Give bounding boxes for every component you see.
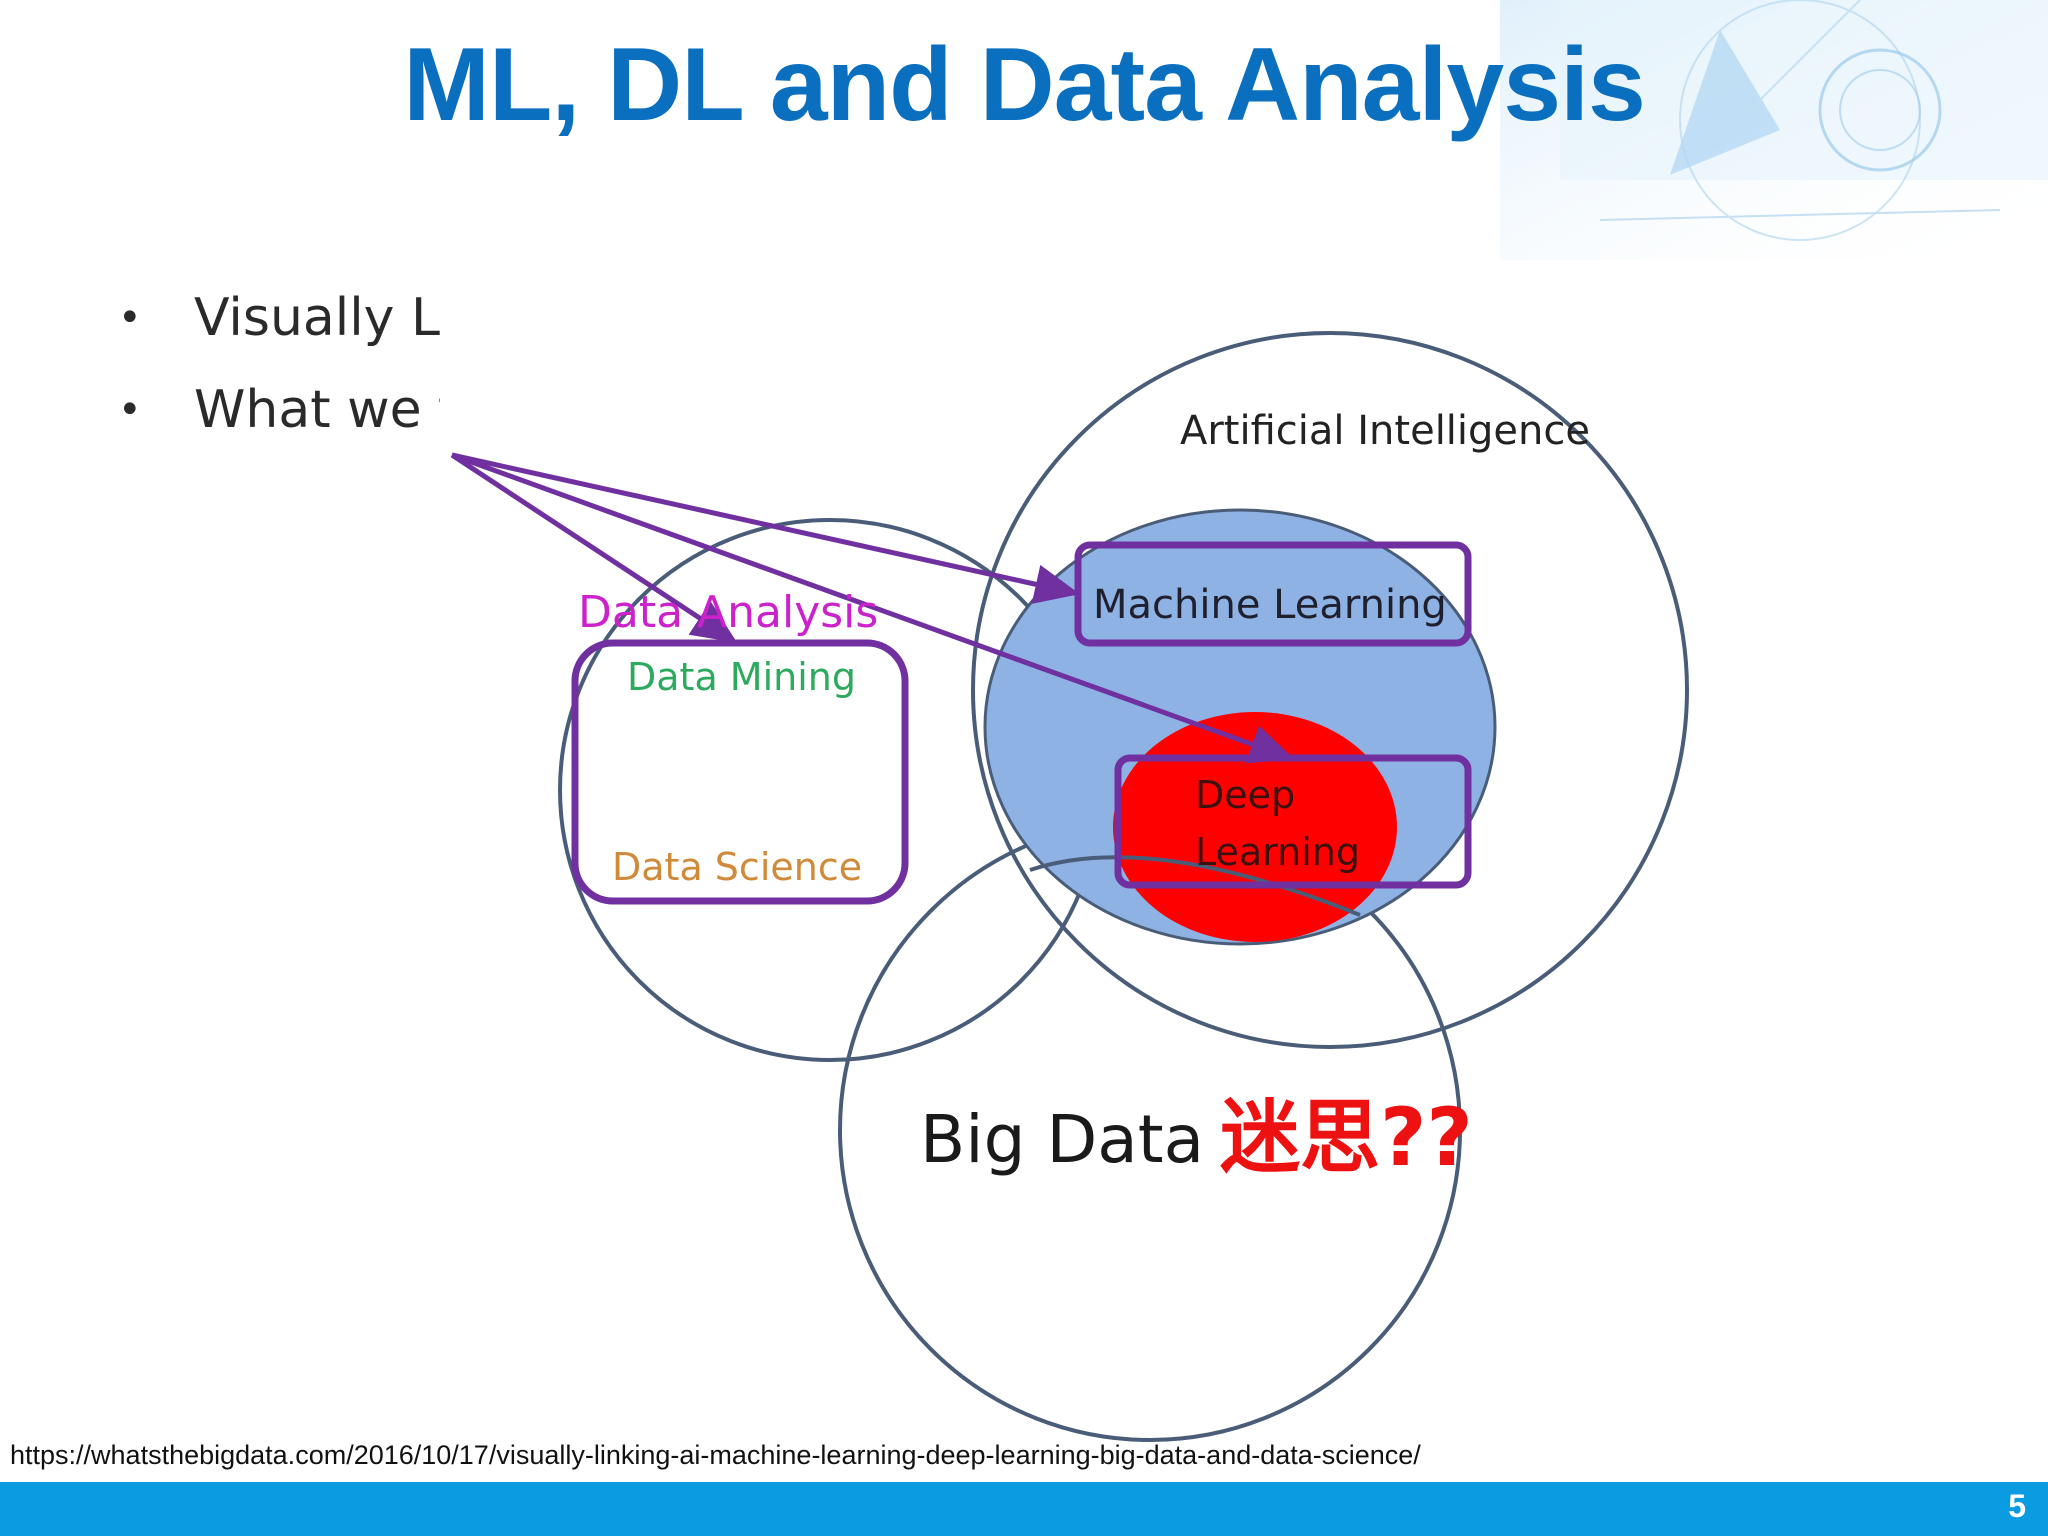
data-science-label: Data Science	[612, 845, 862, 889]
big-data-label: Big Data	[920, 1101, 1204, 1178]
machine-learning-label: Machine Learning	[1093, 582, 1447, 628]
bullet-dot-icon: •	[118, 295, 142, 341]
bullet-dot-icon: •	[118, 387, 142, 433]
data-mining-label: Data Mining	[627, 655, 856, 699]
background-decoration	[1500, 0, 2048, 260]
data-analysis-label: Data Analysis	[578, 587, 878, 638]
artificial-intelligence-label: Artificial Intelligence	[1180, 408, 1590, 454]
footer-bar: 5	[0, 1482, 2048, 1536]
source-url: https://whatsthebigdata.com/2016/10/17/v…	[10, 1440, 1421, 1470]
arrow-to-deep-learning	[451, 452, 1295, 764]
deep-learning-label-line2: Learning	[1195, 830, 1360, 874]
myth-label: 迷思??	[1220, 1091, 1473, 1184]
arrow-to-machine-learning	[451, 452, 1080, 604]
slide-title: ML, DL and Data Analysis	[403, 27, 1646, 143]
deep-learning-label-line1: Deep	[1195, 773, 1295, 817]
arrow-to-data-analysis	[450, 452, 738, 643]
artificial-intelligence-circle	[971, 331, 1689, 1049]
data-analysis-highlight-box	[571, 639, 909, 905]
page-number: 5	[2008, 1488, 2026, 1524]
big-data-arc	[1029, 855, 1361, 917]
